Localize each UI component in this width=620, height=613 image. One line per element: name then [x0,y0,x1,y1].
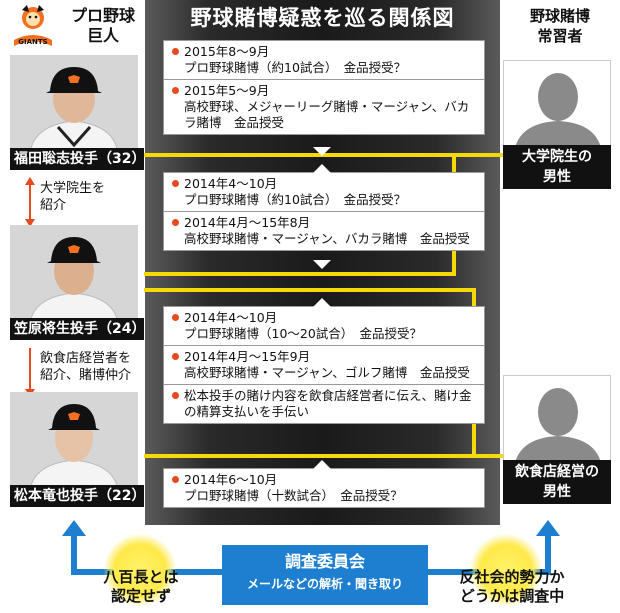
right-header-line2: 常習者 [537,27,583,45]
card-item-date: 2015年8～9月 [184,44,270,59]
card-item: 松本投手の賭け内容を飲食店経営者に伝え、賭け金の精算支払いを手伝い [172,388,478,420]
committee-subtitle: メールなどの解析・聞き取り [246,577,403,591]
card-item-date: 2014年4月～15年8月 [184,215,311,230]
card-pointer-icon [313,460,331,469]
left-header: プロ野球 巨人 [62,6,144,46]
left-header-line1: プロ野球 [70,6,135,25]
relation-note-line2: 紹介、賭博仲介 [40,368,132,383]
player-name-matsumoto: 松本竜也投手（22） [10,485,145,507]
card-item: 2014年4～10月 プロ野球賭博（10～20試合） 金品授受？ [172,310,478,342]
card-pointer-icon [313,298,331,307]
restaurant-label-line2: 男性 [543,484,571,500]
relation-note-restaurant: 飲食店経営者を 紹介、賭博仲介 [40,350,131,384]
card-item-text: プロ野球賭博（約10試合） 金品授受？ [184,192,407,207]
investigation-committee: 調査委員会 メールなどの解析・聞き取り [222,545,428,605]
card-item-date: 2014年6～10月 [184,472,278,487]
card-item: 2014年4月～15年9月 高校野球賭博・マージャン、ゴルフ賭博 金品授受 [172,349,478,381]
relation-arrow-icon [25,348,35,397]
restaurant-label-line1: 飲食店経営の [515,464,599,480]
player-photo-matsumoto [10,392,138,490]
card-item-text: プロ野球賭博（10～20試合） 金品授受？ [184,326,423,341]
finding-left-line1: 八百長とは [103,568,179,586]
person-silhouette-icon [504,61,610,151]
right-header: 野球賭博 常習者 [502,6,618,46]
committee-title: 調査委員会 [284,552,365,571]
relation-note-line1: 大学院生を [40,181,106,196]
silhouette-student [503,60,611,152]
player-name-kasahara: 笠原将生投手（24） [10,318,145,340]
card-pointer-icon [313,164,331,173]
left-header-line2: 巨人 [86,26,119,45]
diagram-title: 野球賭博疑惑を巡る関係図 [190,6,455,30]
silhouette-restaurant [503,375,611,467]
giants-logo: GIANTS [8,4,58,48]
connector-kasahara-student [144,272,454,276]
card-item-date: 2015年5～9月 [184,83,270,98]
finding-antisocial: 反社会的勢力か どうかは調査中 [432,568,592,606]
relation-arrow-icon [25,177,35,227]
right-header-line1: 野球賭博 [529,7,590,25]
highlight-dot-left [104,534,176,606]
card-item: 2015年8～9月 プロ野球賭博（約10試合） 金品授受？ [172,44,478,76]
card-item-text: 高校野球賭博・マージャン、ゴルフ賭博 金品授受 [184,365,470,380]
highlight-dot-right [470,534,542,606]
card-pointer-icon [313,147,331,156]
card-item: 2015年5～9月 高校野球、メジャーリーグ賭博・マージャン、バカラ賭博 金品授… [172,83,478,131]
info-card-kasahara-restaurant: 2014年4～10月 プロ野球賭博（10～20試合） 金品授受？ 2014年4月… [163,306,485,424]
finding-right-line2: どうかは調査中 [459,587,565,605]
finding-right-line1: 反社会的勢力か [459,568,565,586]
relation-note-line2: 紹介 [40,198,67,213]
player-name-fukuda: 福田聡志投手（32） [10,148,145,170]
player-photo-fukuda [10,55,138,153]
card-item: 2014年6～10月 プロ野球賭博（十数試合） 金品授受？ [172,472,478,504]
silhouette-label-student: 大学院生の 男性 [503,145,611,189]
card-item-date: 2014年4月～15年9月 [184,349,311,364]
player-photo-kasahara [10,225,138,323]
player-portrait-icon [10,392,138,490]
card-item-text: 松本投手の賭け内容を飲食店経営者に伝え、賭け金の精算支払いを手伝い [184,388,472,419]
connector-kasahara-restaurant [144,288,474,292]
card-item-text: プロ野球賭博（十数試合） 金品授受？ [184,488,403,503]
finding-left-line2: 認定せず [110,587,171,605]
info-card-kasahara-student: 2014年4～10月 プロ野球賭博（約10試合） 金品授受？ 2014年4月～1… [163,172,485,251]
arrow-to-others-icon [426,520,560,575]
player-portrait-icon [10,55,138,153]
student-label-line2: 男性 [543,169,571,185]
info-card-fukuda: 2015年8～9月 プロ野球賭博（約10試合） 金品授受？ 2015年5～9月 … [163,40,485,135]
card-item-date: 2014年4～10月 [184,176,278,191]
silhouette-label-restaurant: 飲食店経営の 男性 [503,460,611,504]
card-item: 2014年4月～15年8月 高校野球賭博・マージャン、バカラ賭博 金品授受 [172,215,478,247]
card-item: 2014年4～10月 プロ野球賭博（約10試合） 金品授受？ [172,176,478,208]
connector-matsumoto-restaurant [144,454,503,458]
card-item-text: 高校野球、メジャーリーグ賭博・マージャン、バカラ賭博 金品授受 [184,99,470,130]
finding-match-fixing: 八百長とは 認定せず [86,568,196,606]
card-item-date: 2014年4～10月 [184,310,278,325]
card-pointer-icon [313,260,331,269]
info-card-matsumoto: 2014年6～10月 プロ野球賭博（十数試合） 金品授受？ [163,468,485,508]
relation-note-line1: 飲食店経営者を [40,351,132,366]
relation-note-student: 大学院生を 紹介 [40,180,105,214]
person-silhouette-icon [504,376,610,466]
student-label-line1: 大学院生の [522,149,592,165]
card-item-text: 高校野球賭博・マージャン、バカラ賭博 金品授受 [184,231,470,246]
player-portrait-icon [10,225,138,323]
card-item-text: プロ野球賭博（約10試合） 金品授受？ [184,60,407,75]
logo-lettering: GIANTS [18,38,47,46]
